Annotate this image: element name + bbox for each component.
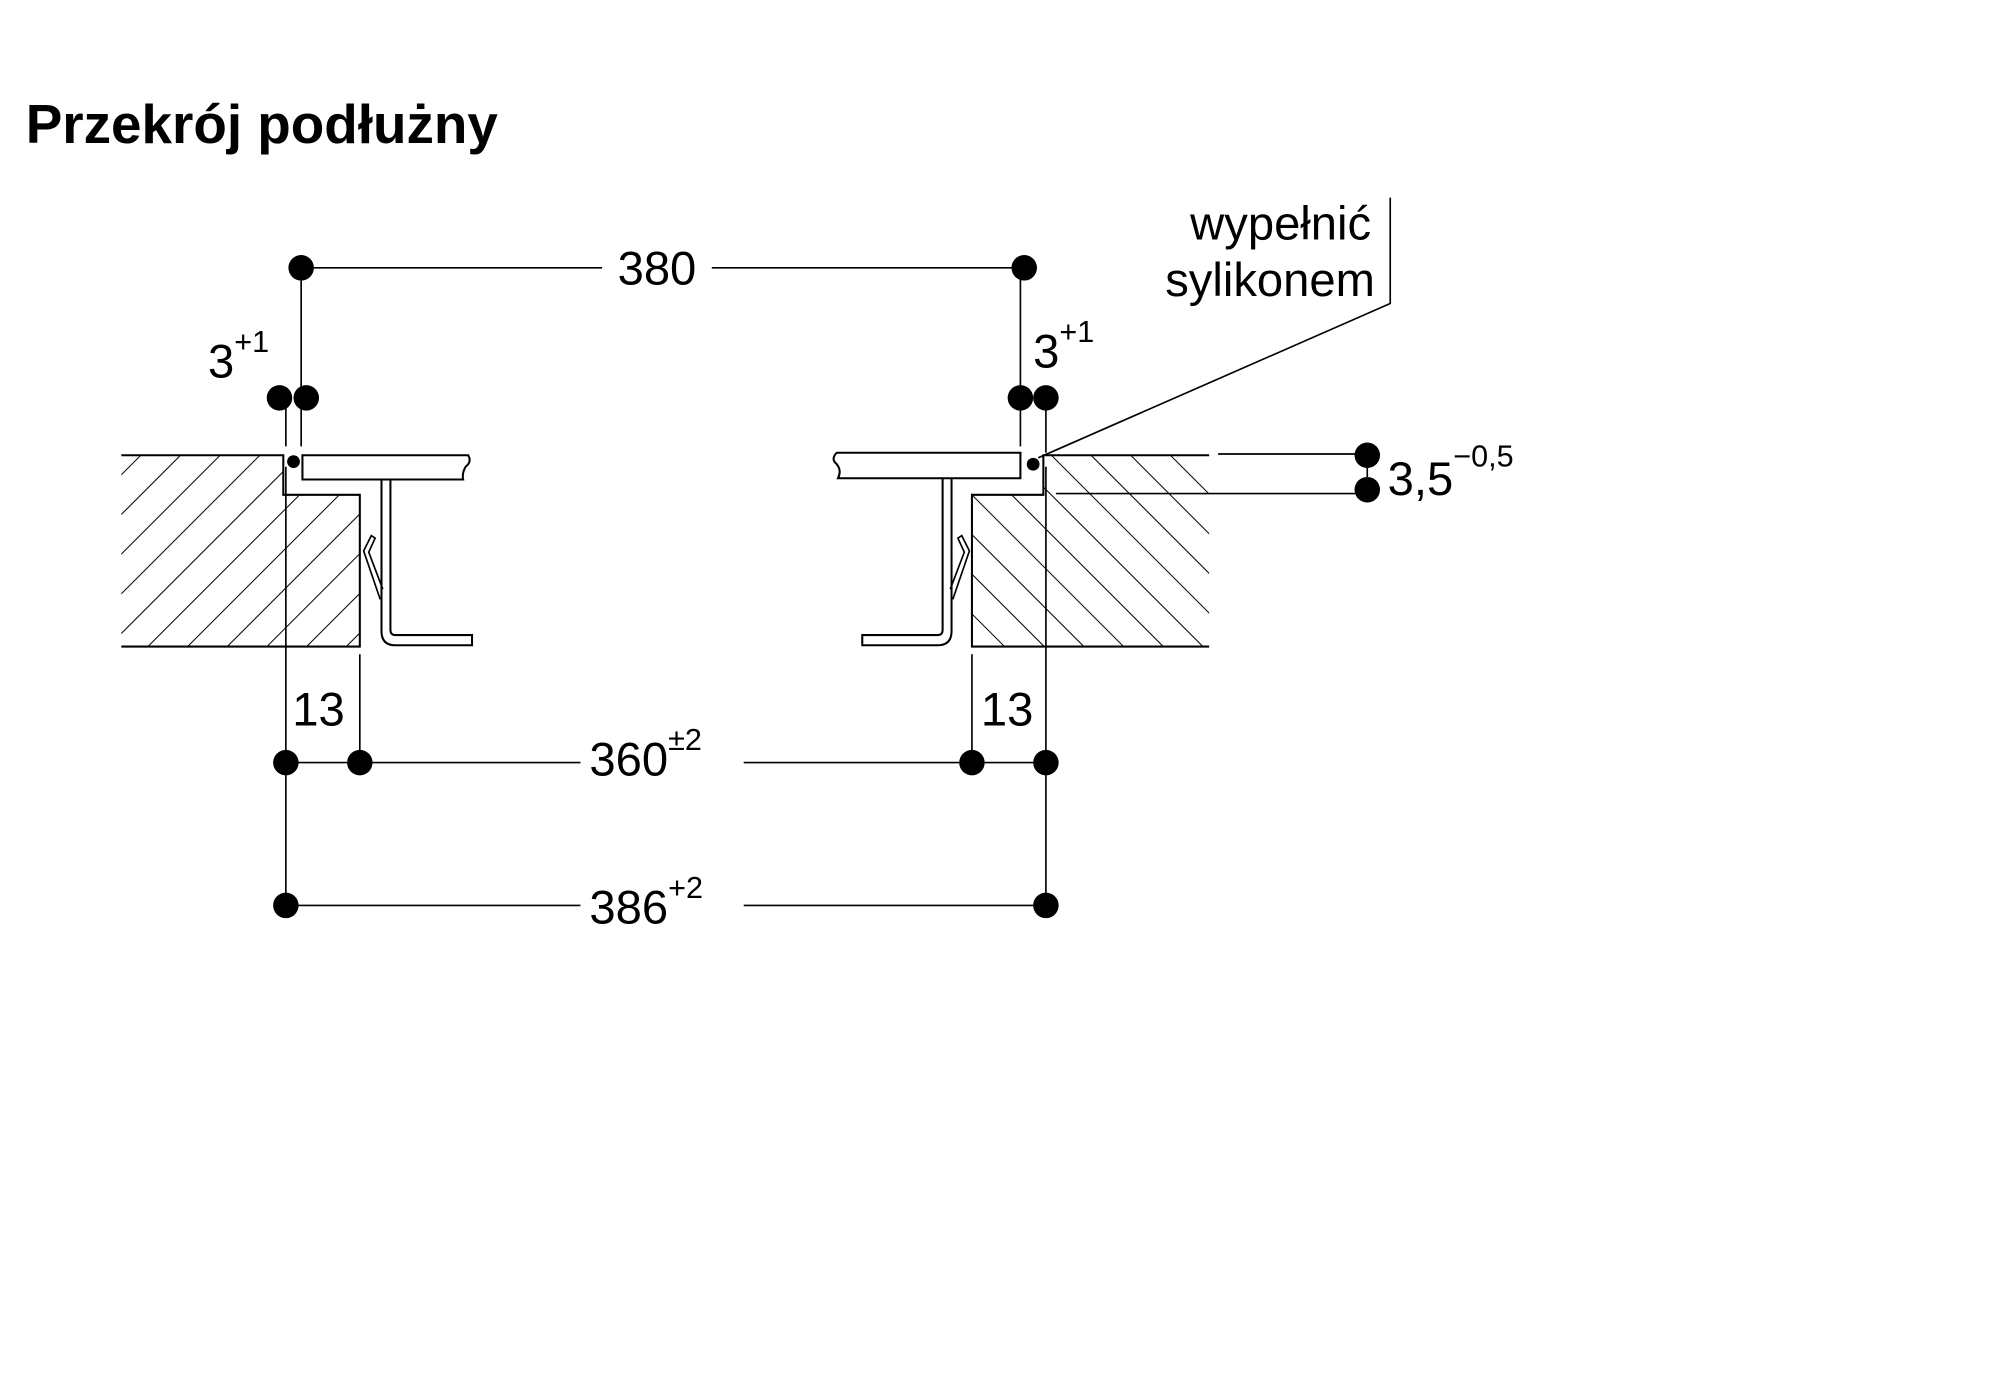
ledge-right-label: 13: [981, 683, 1033, 736]
dimension-360: 360±2: [273, 723, 1059, 786]
svg-text:3,5−0,5: 3,5−0,5: [1388, 440, 1514, 505]
right-mounting-frame: [861, 478, 971, 647]
ledge-left-label: 13: [292, 683, 344, 736]
svg-text:386+2: 386+2: [589, 871, 703, 934]
left-worktop-section: [121, 454, 361, 648]
callout-line-2: sylikonem: [1165, 253, 1375, 306]
silicone-dot-left: [287, 455, 300, 469]
silicone-callout: wypełnić sylikonem: [1037, 197, 1392, 459]
right-worktop-section: [970, 454, 1210, 648]
dimension-386: 386+2: [273, 871, 1059, 934]
callout-line-1: wypełnić: [1189, 197, 1371, 250]
recess-width-tolerance: +2: [668, 871, 703, 905]
dimension-380-label: 380: [618, 241, 697, 294]
gap-right-value: 3: [1033, 324, 1059, 377]
dimension-gap-left: 3+1: [208, 325, 320, 447]
gap-left-tolerance: +1: [234, 325, 269, 359]
dimension-380: 380: [288, 241, 1037, 447]
dimension-recess-depth: 3,5−0,5: [1056, 440, 1514, 505]
cutout-width-value: 360: [589, 732, 668, 785]
svg-text:3+1: 3+1: [1033, 315, 1094, 378]
recess-width-value: 386: [589, 880, 668, 933]
svg-text:360±2: 360±2: [589, 723, 702, 786]
recess-depth-value: 3,5: [1388, 452, 1454, 505]
recess-depth-tolerance: −0,5: [1453, 440, 1513, 474]
svg-text:3+1: 3+1: [208, 325, 269, 388]
cutout-width-tolerance: ±2: [668, 723, 702, 757]
page-title: Przekrój podłużny: [26, 93, 499, 155]
gap-left-value: 3: [208, 334, 234, 387]
left-cooktop-glass: [301, 454, 471, 481]
right-cooktop-glass: [832, 451, 1022, 480]
left-mounting-frame: [362, 479, 474, 647]
silicone-dot-right: [1026, 457, 1040, 471]
dimension-gap-right: 3+1: [1007, 315, 1094, 453]
gap-right-tolerance: +1: [1059, 315, 1094, 349]
